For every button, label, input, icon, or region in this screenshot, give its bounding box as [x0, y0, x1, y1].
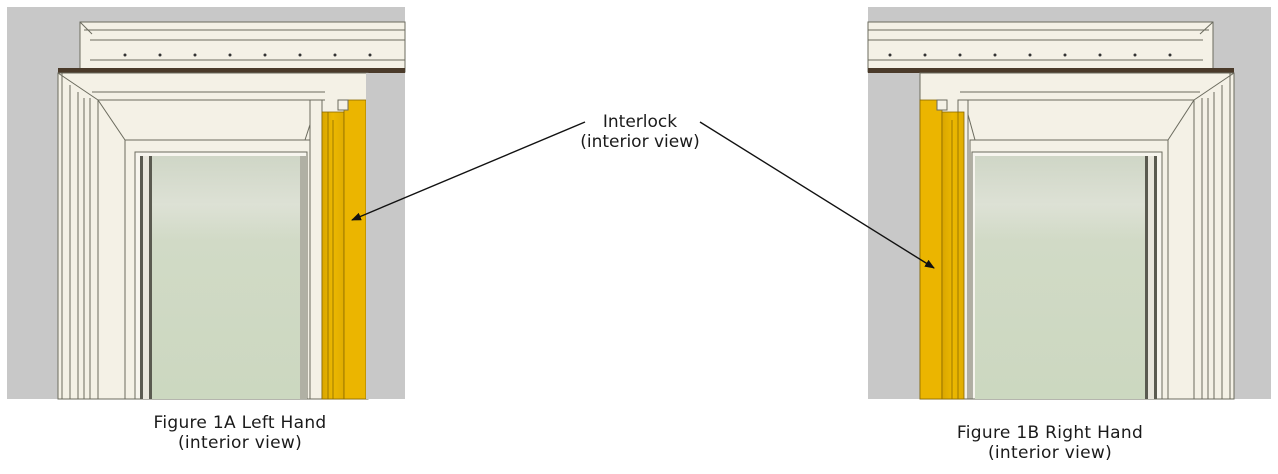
- interlock-callout-label: Interlock (interior view): [520, 112, 760, 152]
- figure-1a-caption-line2: (interior view): [177, 433, 303, 453]
- figure-1a-caption: Figure 1A Left Hand (interior view): [110, 413, 370, 453]
- figure-1b-window: [867, 7, 1271, 400]
- glass-pane: [152, 156, 307, 399]
- figure-1b-caption-line1: Figure 1B Right Hand: [956, 423, 1144, 443]
- nail-dots: [888, 53, 1172, 57]
- arrow-to-interlock-1a: [351, 121, 586, 221]
- callout-arrows: [351, 121, 935, 269]
- interlock-1b: [919, 99, 965, 400]
- callout-title: Interlock: [602, 112, 678, 132]
- interlock-1a: [321, 99, 367, 400]
- head-trim-edge: [58, 68, 405, 73]
- figure-1a-window: [7, 7, 406, 400]
- figure-1b-caption-line2: (interior view): [987, 443, 1113, 463]
- figure-1b-caption: Figure 1B Right Hand (interior view): [905, 423, 1195, 463]
- head-trim-edge: [868, 68, 1234, 73]
- nail-dots: [123, 53, 372, 57]
- figure-1a-caption-line1: Figure 1A Left Hand: [153, 413, 327, 433]
- callout-subtitle: (interior view): [580, 132, 700, 152]
- arrow-to-interlock-1b: [699, 121, 935, 269]
- glass-pane: [975, 156, 1145, 399]
